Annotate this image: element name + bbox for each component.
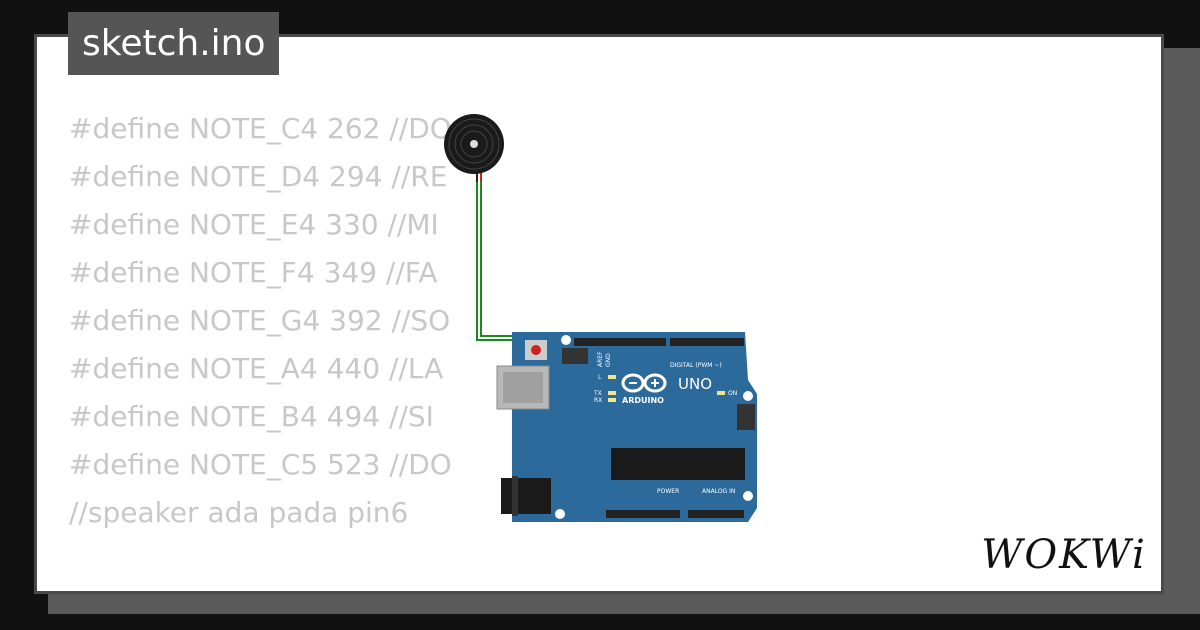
arduino-uno-board[interactable]: UNO ARDUINO DIGITAL (PWM ~) POWER ANALOG… xyxy=(496,332,757,522)
gnd-label: GND xyxy=(605,353,612,367)
mounting-hole xyxy=(561,335,571,345)
wokwi-logo-text: WOKWi xyxy=(981,532,1147,578)
board-model-label: UNO xyxy=(678,375,712,393)
power-jack xyxy=(501,478,551,514)
mounting-hole xyxy=(743,391,753,401)
arduino-logo-icon xyxy=(621,373,667,393)
digital-header-left[interactable] xyxy=(574,338,666,346)
code-line-1: #define NOTE_C4 262 //DO xyxy=(69,112,452,145)
tx-label: TX xyxy=(593,390,602,397)
digital-header-right[interactable] xyxy=(670,338,744,346)
icsp-header-top xyxy=(562,348,588,364)
code-line-6: #define NOTE_A4 440 //LA xyxy=(69,352,444,385)
buzzer-wire-ground[interactable] xyxy=(476,176,668,341)
usb-connector-inner xyxy=(503,372,543,403)
on-label: ON xyxy=(728,390,737,397)
code-line-2: #define NOTE_D4 294 //RE xyxy=(69,160,448,193)
file-name-tab[interactable]: sketch.ino xyxy=(68,12,280,75)
icsp-header-right xyxy=(737,404,755,430)
mounting-hole xyxy=(743,491,753,501)
code-line-5: #define NOTE_G4 392 //SO xyxy=(69,304,451,337)
mounting-hole xyxy=(555,509,565,519)
buzzer-wire-signal[interactable] xyxy=(480,176,669,346)
l-label: L xyxy=(598,374,602,381)
analog-header[interactable] xyxy=(688,510,744,518)
reset-button-cap xyxy=(531,345,541,355)
rx-label: RX xyxy=(594,397,602,404)
microcontroller-chip xyxy=(611,448,745,480)
preview-card: #define NOTE_C4 262 //DO #define NOTE_D4 … xyxy=(34,34,1164,594)
power-jack-ridge xyxy=(512,476,518,516)
on-led xyxy=(717,391,725,395)
buzzer-icon[interactable] xyxy=(444,114,504,174)
code-line-4: #define NOTE_F4 349 //FA xyxy=(69,256,438,289)
rx-led xyxy=(608,398,616,402)
code-line-7: #define NOTE_B4 494 //SI xyxy=(69,400,434,433)
tx-led xyxy=(608,391,616,395)
code-line-9: //speaker ada pada pin6 xyxy=(69,496,409,529)
aref-label: AREF xyxy=(597,351,604,367)
code-line-3: #define NOTE_E4 330 //MI xyxy=(69,208,439,241)
power-header[interactable] xyxy=(606,510,680,518)
digital-label: DIGITAL (PWM ~) xyxy=(670,362,722,369)
analog-label: ANALOG IN xyxy=(702,488,735,495)
code-line-8: #define NOTE_C5 523 //DO xyxy=(69,448,452,481)
l-led xyxy=(608,375,616,379)
wokwi-logo[interactable]: WOKWi xyxy=(978,530,1150,578)
board-brand-label: ARDUINO xyxy=(622,396,664,405)
power-label: POWER xyxy=(657,488,679,495)
code-listing: #define NOTE_C4 262 //DO #define NOTE_D4 … xyxy=(69,105,452,591)
